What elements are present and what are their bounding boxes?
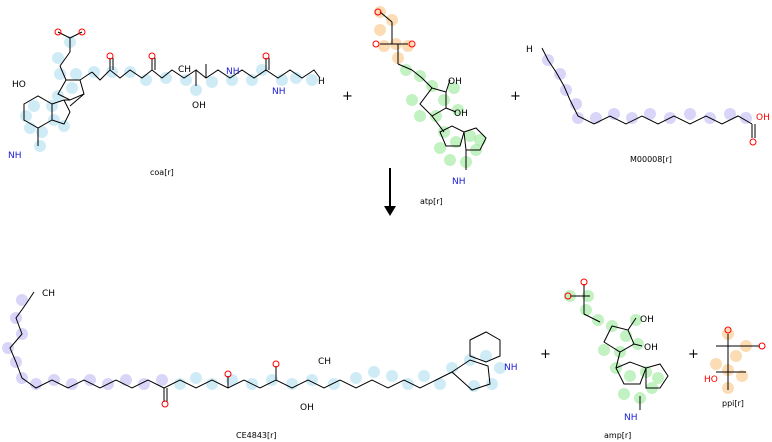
molecule-amp: OH OH NH amp[r] [564,278,669,440]
ce-ch3-label: CH [42,289,55,299]
amp-name: amp[r] [604,431,631,440]
ce-ch3b-label: CH [318,357,331,367]
plus-sign-1: + [342,89,353,104]
ppi-name: ppi[r] [722,399,744,408]
arrow-down-icon [384,168,396,216]
molecule-atp: OH OH NH atp[r] [372,6,487,206]
m-oh-label: OH [756,113,770,123]
coa-ho-label: HO [12,80,26,90]
plus-sign-4: + [688,347,699,362]
molecule-m00008: H OH M00008[r] [526,45,770,164]
amp-oh-label-1: OH [640,315,654,325]
coa-name: coa[r] [150,168,174,177]
amp-oh-label-2: OH [644,343,658,353]
amp-nh2-label: NH [624,413,638,423]
molecule-coa: HO NH CH OH NH NH H coa[r] [8,28,325,177]
coa-ch3-label: CH [178,65,191,75]
molecule-ce4843: CH CH OH NH CE4843[r] [2,289,518,440]
coa-nh-label-2: NH [272,87,286,97]
ce-oh-label: OH [300,403,314,413]
m-h3c-label: H [526,45,533,55]
plus-sign-2: + [510,89,521,104]
coa-nh2-label: NH [8,151,22,161]
ce4843-name: CE4843[r] [236,431,277,440]
ppi-ho-label: HO [704,375,718,385]
plus-sign-3: + [540,347,551,362]
coa-oh-label: OH [192,101,206,111]
coa-h-label: H [318,77,325,87]
ce-nh2-label: NH [504,363,518,373]
atp-oh-label-2: OH [454,109,468,119]
atp-nh2-label: NH [452,177,466,187]
atp-oh-label-1: OH [448,77,462,87]
atp-name: atp[r] [420,197,443,206]
coa-nh-label: NH [226,67,240,77]
molecule-ppi: HO ppi[r] [704,326,766,408]
m00008-name: M00008[r] [630,155,672,164]
